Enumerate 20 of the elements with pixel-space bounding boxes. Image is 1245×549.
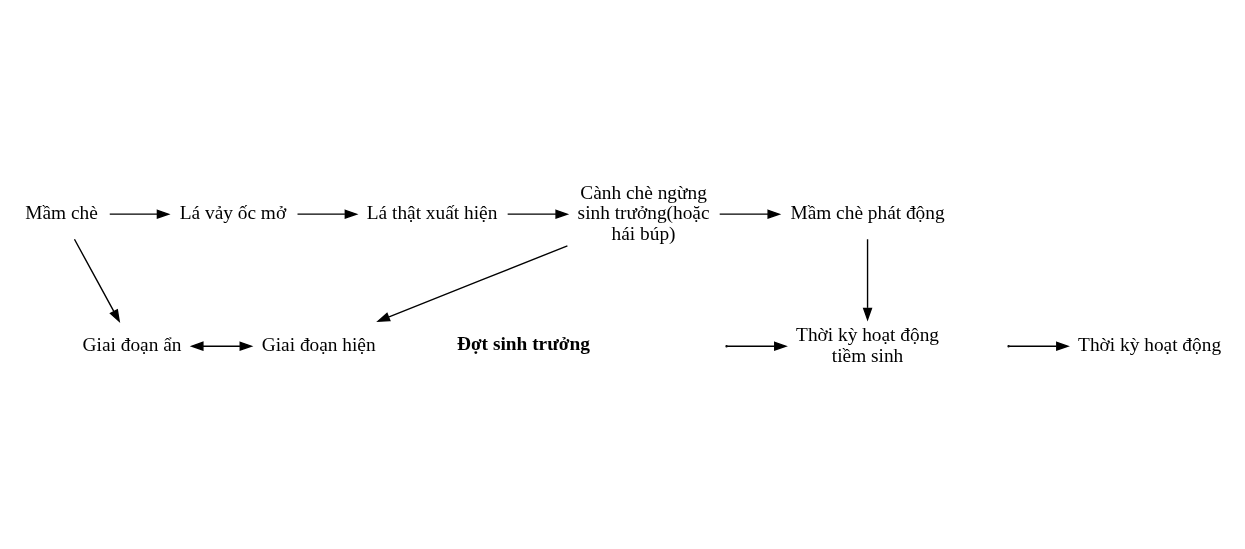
label: Đợt sinh trưởng <box>456 332 590 354</box>
arrow <box>73 238 121 323</box>
node-text: Thời kỳ hoạt động tiềm sinh <box>796 323 940 366</box>
arrow <box>1008 340 1070 351</box>
arrow <box>719 208 782 219</box>
arrow <box>726 340 788 351</box>
node-text: Giai đoạn ẩn <box>82 333 182 355</box>
arrow <box>376 244 569 322</box>
node-text: Giai đoạn hiện <box>261 333 376 355</box>
node-text: Lá vảy ốc mở <box>179 201 287 223</box>
arrow <box>507 208 570 219</box>
arrow <box>296 208 359 219</box>
node-text: Cành chè ngừng sinh trưởng(hoặc hái búp) <box>577 181 710 244</box>
node-text: Lá thật xuất hiện <box>366 201 498 223</box>
node-text: Mầm chè <box>25 201 98 223</box>
arrow <box>862 238 873 322</box>
arrow <box>189 340 254 351</box>
arrow <box>109 208 171 219</box>
node-text: Mầm chè phát động <box>790 201 945 223</box>
node-text: Thời kỳ hoạt động <box>1078 333 1222 355</box>
